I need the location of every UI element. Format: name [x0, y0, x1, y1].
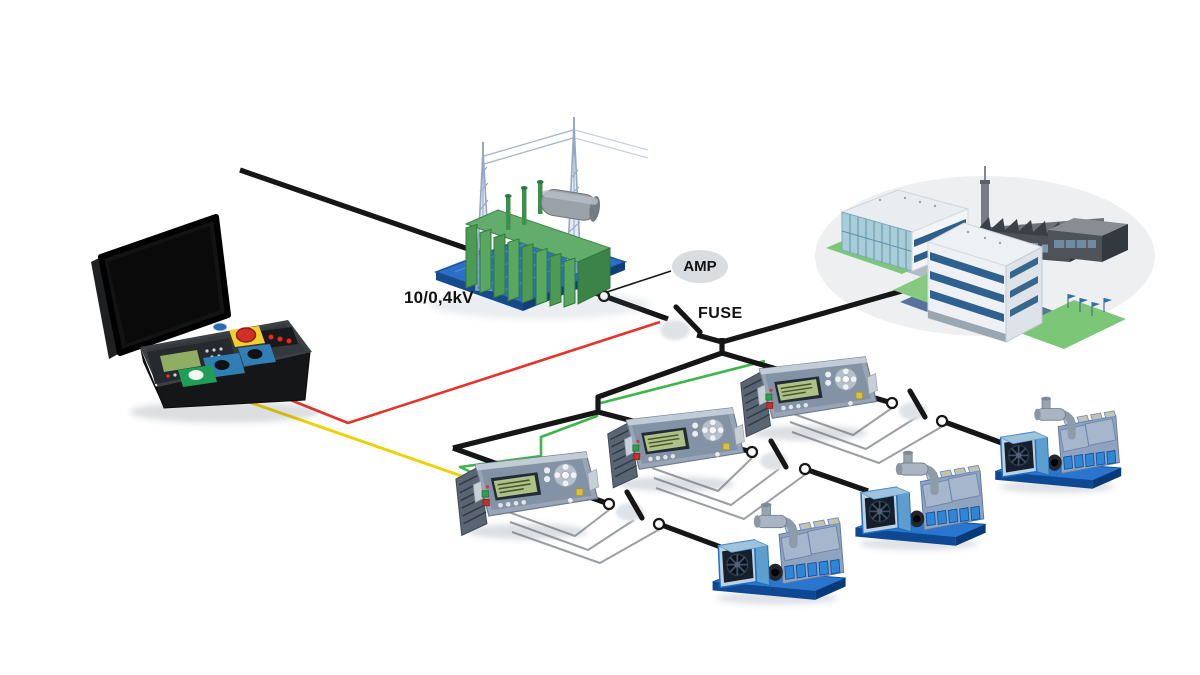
- mini-lcd: [160, 350, 201, 372]
- remote-control-case: [91, 214, 320, 423]
- amp-measure-badge: AMP: [672, 250, 728, 283]
- branch3-to-genset: [941, 418, 1003, 446]
- utility-buildings: [826, 166, 1128, 349]
- case-lid-side: [91, 257, 120, 359]
- breaker3-terminal-b: [935, 414, 949, 428]
- circuit-breaker-3-blade: [907, 388, 928, 420]
- mains-fuse-blade: [673, 304, 703, 335]
- toggle-a: [214, 360, 230, 370]
- busbar-line: [452, 338, 725, 451]
- transformer-bushings: [504, 180, 544, 230]
- emergency-stop-button: [235, 327, 257, 343]
- circuit-breaker-2-blade: [768, 438, 789, 470]
- flag-poles: [1067, 294, 1112, 316]
- fuse-label: FUSE: [698, 305, 743, 322]
- hv-transformer: [430, 117, 650, 319]
- amp-badge-text: AMP: [683, 258, 717, 275]
- overhead-wires: [483, 129, 649, 165]
- brand-logo: [212, 322, 228, 332]
- breaker1-terminal-a: [602, 497, 616, 511]
- toggle-b: [247, 349, 263, 359]
- branch2-to-genset: [804, 466, 869, 494]
- genset-2: [855, 451, 985, 551]
- office-building-left: [840, 189, 970, 272]
- genset-3: [995, 397, 1121, 493]
- office-building-front: [926, 222, 1044, 343]
- genset-controller-1: [456, 452, 599, 539]
- transformer-body: [464, 180, 612, 308]
- branch1-to-genset: [658, 521, 727, 552]
- breaker2-terminal-a: [745, 445, 759, 459]
- genset-controller-2: [608, 408, 745, 492]
- circuit-breaker-1-blade: [624, 489, 645, 521]
- breaker1-terminal-b: [652, 517, 666, 531]
- lawn-front-right: [1012, 300, 1126, 349]
- genset-1: [713, 503, 846, 605]
- amp-pointer-line: [606, 270, 672, 293]
- breaker2-terminal-b: [798, 462, 812, 476]
- start-button: [188, 370, 204, 380]
- genset-controller-3: [741, 357, 878, 441]
- conservator-tank: [540, 188, 601, 222]
- transformer-voltage-label: 10/0,4kV: [404, 288, 474, 307]
- breaker3-terminal-a: [885, 396, 899, 410]
